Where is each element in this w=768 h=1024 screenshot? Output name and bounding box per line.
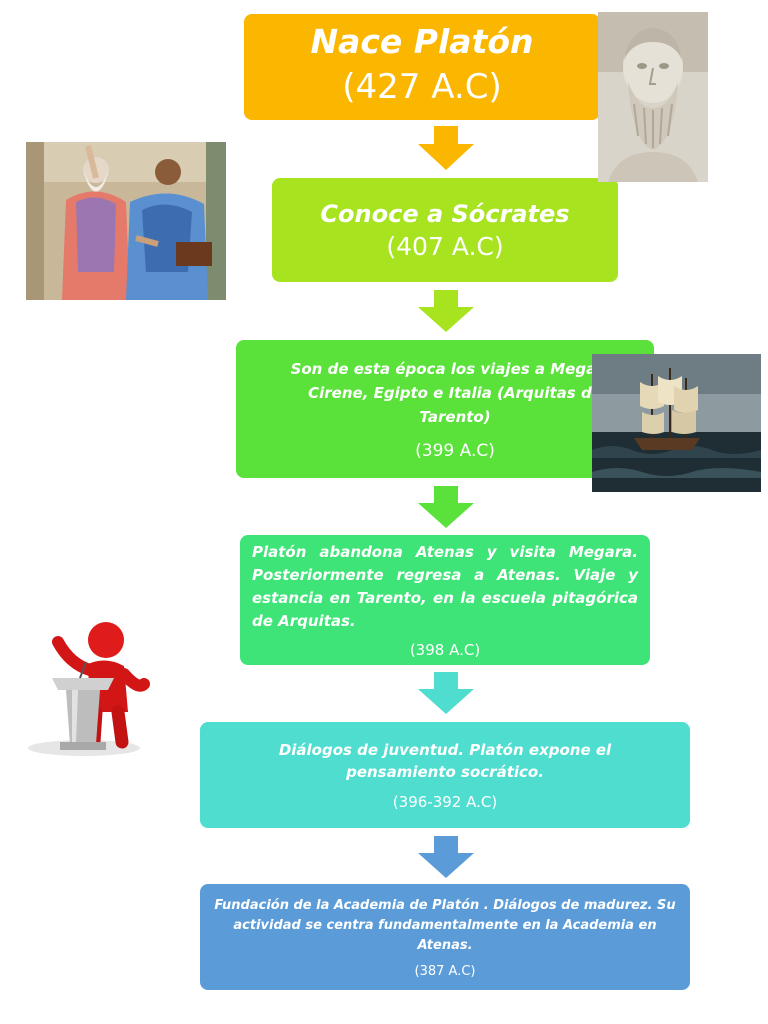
step-date: (387 A.C): [414, 963, 476, 979]
step-box-youth-dialogues: Diálogos de juventud. Platón expone el p…: [200, 722, 690, 828]
step-title: Diálogos de juventud. Platón expone el p…: [278, 741, 612, 781]
step-box-academy: Fundación de la Academia de Platón . Diá…: [200, 884, 690, 990]
school-of-athens-image: [26, 142, 226, 300]
plato-bust-image: [598, 12, 708, 182]
step-date: (427 A.C): [342, 66, 502, 107]
step-date: (399 A.C): [415, 441, 495, 461]
sailing-ship-image: [592, 354, 761, 492]
step-box-meets-socrates: Conoce a Sócrates (407 A.C): [272, 178, 618, 282]
step-title: Son de esta época los viajes a Megara, C…: [290, 360, 620, 426]
step-box-birth: Nace Platón (427 A.C): [244, 14, 600, 120]
down-arrow-icon: [418, 672, 474, 714]
down-arrow-icon: [418, 836, 474, 878]
step-box-leaves-athens: Platón abandona Atenas y visita Megara. …: [240, 535, 650, 665]
down-arrow-icon: [418, 126, 474, 170]
step-title: Fundación de la Academia de Platón . Diá…: [214, 897, 676, 953]
down-arrow-icon: [418, 290, 474, 332]
step-date: (398 A.C): [409, 641, 481, 659]
step-box-travels: Son de esta época los viajes a Megara, C…: [236, 340, 654, 478]
step-date: (407 A.C): [386, 231, 504, 261]
step-title: Platón abandona Atenas y visita Megara. …: [252, 543, 638, 630]
speaker-figure-image: [14, 612, 160, 762]
step-title: Nace Platón: [310, 21, 534, 61]
down-arrow-icon: [418, 486, 474, 528]
step-date: (396-392 A.C): [392, 793, 498, 811]
step-title: Conoce a Sócrates: [320, 199, 570, 228]
